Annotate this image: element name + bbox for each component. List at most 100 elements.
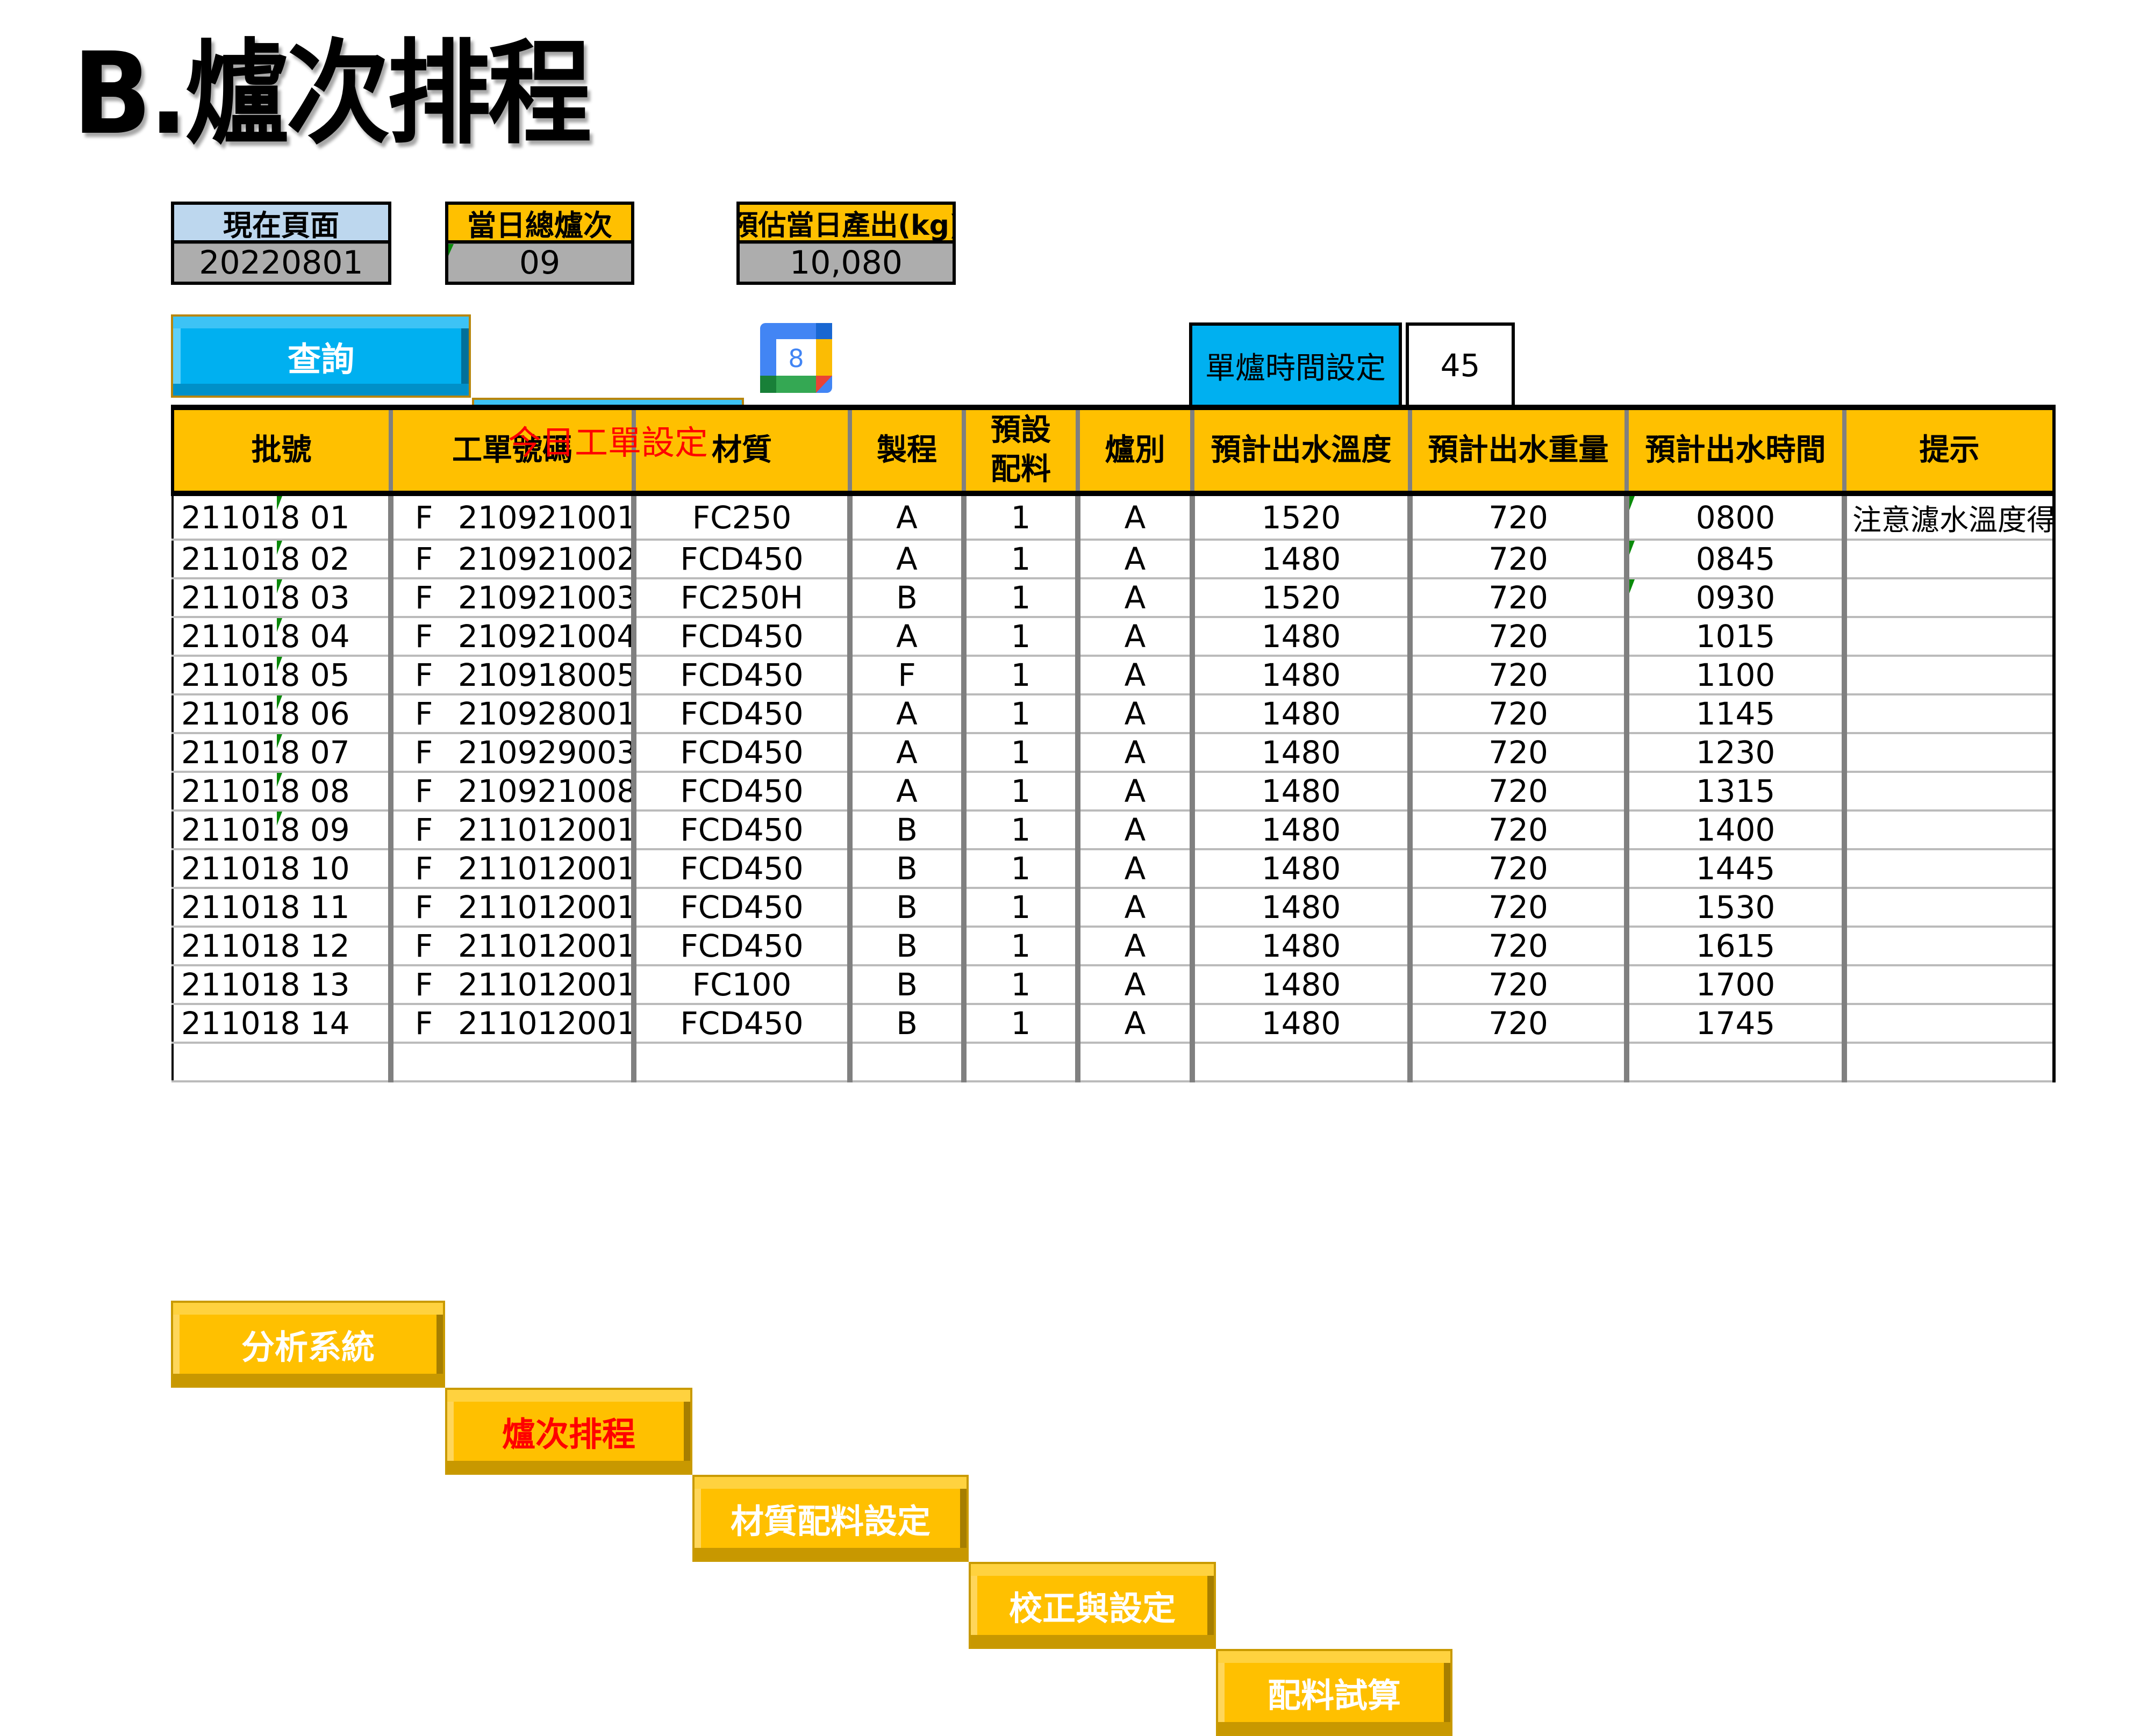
process-cell[interactable]: B <box>849 848 967 889</box>
furnace-time-input[interactable]: 45 <box>1406 322 1515 408</box>
note-cell[interactable] <box>1843 1042 2056 1082</box>
tap-time-cell[interactable]: 1100 <box>1626 655 1847 695</box>
tap-weight-cell[interactable]: 720 <box>1409 577 1629 618</box>
note-cell[interactable] <box>1843 887 2056 928</box>
tap-time-cell[interactable]: 1745 <box>1626 1003 1847 1044</box>
process-cell[interactable]: F <box>849 655 967 695</box>
material-cell[interactable]: FCD450 <box>633 539 853 579</box>
material-cell[interactable]: FC100 <box>633 964 853 1005</box>
note-cell[interactable] <box>1843 771 2056 812</box>
preset-mix-cell[interactable]: 1 <box>963 926 1080 966</box>
tap-weight-cell[interactable]: 720 <box>1409 1003 1629 1044</box>
tap-temp-cell[interactable]: 1480 <box>1191 655 1413 695</box>
estimated-output-value[interactable]: 10,080 <box>740 243 953 282</box>
material-cell[interactable] <box>633 1042 853 1082</box>
note-cell[interactable] <box>1843 616 2056 657</box>
furnace-cell[interactable] <box>1077 1042 1195 1082</box>
furnace-cell[interactable]: A <box>1077 655 1195 695</box>
preset-mix-cell[interactable]: 1 <box>963 492 1080 541</box>
tap-weight-cell[interactable]: 720 <box>1409 655 1629 695</box>
tap-time-cell[interactable]: 1530 <box>1626 887 1847 928</box>
tap-weight-cell[interactable]: 720 <box>1409 693 1629 734</box>
batch-cell[interactable]: 211018 01 <box>171 492 393 541</box>
furnace-cell[interactable]: A <box>1077 492 1195 541</box>
material-cell[interactable]: FC250 <box>633 492 853 541</box>
process-cell[interactable]: B <box>849 1003 967 1044</box>
tap-weight-cell[interactable]: 720 <box>1409 539 1629 579</box>
current-page-value[interactable]: 20220801 <box>174 243 388 282</box>
furnace-cell[interactable]: A <box>1077 616 1195 657</box>
material-cell[interactable]: FC250H <box>633 577 853 618</box>
process-cell[interactable]: A <box>849 492 967 541</box>
tap-temp-cell[interactable]: 1480 <box>1191 539 1413 579</box>
note-cell[interactable] <box>1843 655 2056 695</box>
process-cell[interactable]: B <box>849 887 967 928</box>
tap-weight-cell[interactable]: 720 <box>1409 848 1629 889</box>
note-cell[interactable] <box>1843 1003 2056 1044</box>
note-cell[interactable] <box>1843 577 2056 618</box>
tap-temp-cell[interactable]: 1480 <box>1191 809 1413 850</box>
note-cell[interactable]: 注意濾水溫度得 <box>1843 492 2056 541</box>
furnace-cell[interactable]: A <box>1077 693 1195 734</box>
material-cell[interactable]: FCD450 <box>633 732 853 773</box>
batch-cell[interactable]: 211018 06 <box>171 693 393 734</box>
preset-mix-cell[interactable]: 1 <box>963 887 1080 928</box>
preset-mix-cell[interactable]: 1 <box>963 693 1080 734</box>
tap-time-cell[interactable]: 1700 <box>1626 964 1847 1005</box>
preset-mix-cell[interactable] <box>963 1042 1080 1082</box>
furnace-cell[interactable]: A <box>1077 848 1195 889</box>
tap-weight-cell[interactable]: 720 <box>1409 492 1629 541</box>
process-cell[interactable]: B <box>849 577 967 618</box>
process-cell[interactable]: A <box>849 771 967 812</box>
furnace-cell[interactable]: A <box>1077 1003 1195 1044</box>
note-cell[interactable] <box>1843 848 2056 889</box>
batch-cell[interactable]: 211018 05 <box>171 655 393 695</box>
daily-total-heats-cell[interactable]: 09 <box>448 243 631 282</box>
process-cell[interactable]: A <box>849 732 967 773</box>
note-cell[interactable] <box>1843 926 2056 966</box>
furnace-cell[interactable]: A <box>1077 732 1195 773</box>
material-cell[interactable]: FCD450 <box>633 887 853 928</box>
work-order-cell[interactable] <box>390 1042 636 1082</box>
furnace-cell[interactable]: A <box>1077 539 1195 579</box>
nav-mix-calculation[interactable]: 配料試算 <box>1216 1649 1452 1736</box>
batch-cell[interactable]: 211018 07 <box>171 732 393 773</box>
batch-cell[interactable]: 211018 08 <box>171 771 393 812</box>
batch-cell[interactable]: 211018 09 <box>171 809 393 850</box>
tap-time-cell[interactable] <box>1626 1042 1847 1082</box>
process-cell[interactable]: B <box>849 809 967 850</box>
nav-furnace-schedule[interactable]: 爐次排程 <box>445 1388 692 1475</box>
tap-weight-cell[interactable]: 720 <box>1409 732 1629 773</box>
tap-temp-cell[interactable]: 1480 <box>1191 848 1413 889</box>
batch-cell[interactable]: 211018 13 <box>171 964 393 1005</box>
material-cell[interactable]: FCD450 <box>633 926 853 966</box>
note-cell[interactable] <box>1843 693 2056 734</box>
tap-weight-cell[interactable]: 720 <box>1409 616 1629 657</box>
furnace-cell[interactable]: A <box>1077 887 1195 928</box>
preset-mix-cell[interactable]: 1 <box>963 616 1080 657</box>
furnace-cell[interactable]: A <box>1077 926 1195 966</box>
process-cell[interactable] <box>849 1042 967 1082</box>
tap-temp-cell[interactable]: 1480 <box>1191 926 1413 966</box>
batch-cell[interactable]: 211018 02 <box>171 539 393 579</box>
preset-mix-cell[interactable]: 1 <box>963 577 1080 618</box>
material-cell[interactable]: FCD450 <box>633 1003 853 1044</box>
batch-cell[interactable]: 211018 03 <box>171 577 393 618</box>
process-cell[interactable]: A <box>849 616 967 657</box>
nav-analysis-system[interactable]: 分析系統 <box>171 1301 445 1388</box>
preset-mix-cell[interactable]: 1 <box>963 539 1080 579</box>
batch-cell[interactable]: 211018 11 <box>171 887 393 928</box>
process-cell[interactable]: B <box>849 964 967 1005</box>
tap-time-cell[interactable]: 1315 <box>1626 771 1847 812</box>
tap-time-cell[interactable]: 1015 <box>1626 616 1847 657</box>
tap-time-cell[interactable]: 0930 <box>1626 577 1847 618</box>
